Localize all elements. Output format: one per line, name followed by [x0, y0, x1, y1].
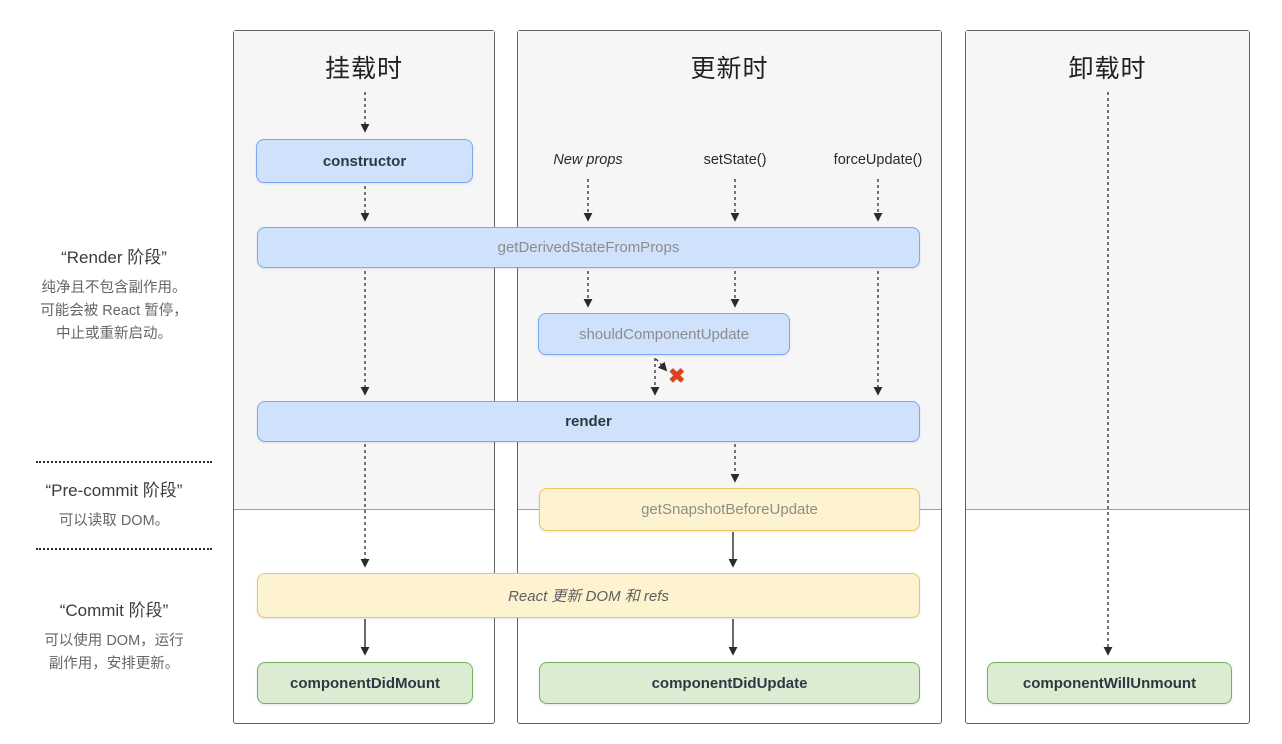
unmounting-column-title: 卸载时	[1068, 55, 1147, 83]
trigger-set-state[interactable]: setState()	[703, 152, 767, 168]
unmounting-column: 卸载时	[965, 30, 1250, 724]
skip-update-x-icon: ✖	[668, 365, 686, 388]
mounting-column: 挂载时	[233, 30, 495, 724]
phase-separator-line	[36, 461, 212, 463]
trigger-force-update[interactable]: forceUpdate()	[833, 152, 923, 168]
method-box-should-component-update[interactable]: shouldComponentUpdate	[538, 313, 790, 355]
method-box-component-will-unmount[interactable]: componentWillUnmount	[987, 662, 1232, 704]
render-phase-title: “Render 阶段”	[61, 248, 167, 267]
updating-column-title: 更新时	[690, 55, 769, 83]
method-box-component-did-update[interactable]: componentDidUpdate	[539, 662, 920, 704]
render-phase-desc-line: 纯净且不包含副作用。	[41, 280, 187, 296]
render-phase-shade	[966, 31, 1249, 510]
phase-separator-line	[36, 548, 212, 550]
method-box-component-did-mount[interactable]: componentDidMount	[257, 662, 473, 704]
commit-phase-desc-line: 可以使用 DOM，运行	[44, 633, 184, 649]
method-box-get-derived-state-from-props[interactable]: getDerivedStateFromProps	[257, 227, 920, 268]
method-box-render[interactable]: render	[257, 401, 920, 442]
commit-phase-label: “Commit 阶段” 可以使用 DOM，运行 副作用，安排更新。	[8, 596, 220, 676]
pre-commit-phase-title: “Pre-commit 阶段”	[45, 481, 183, 500]
pre-commit-phase-label: “Pre-commit 阶段” 可以读取 DOM。	[8, 476, 220, 533]
react-updates-dom-box: React 更新 DOM 和 refs	[257, 573, 920, 618]
render-phase-desc-line: 中止或重新启动。	[56, 326, 172, 342]
trigger-new-props: New props	[553, 152, 623, 168]
commit-phase-desc-line: 副作用，安排更新。	[48, 656, 180, 672]
commit-phase-title: “Commit 阶段”	[59, 601, 169, 620]
method-box-get-snapshot-before-update[interactable]: getSnapshotBeforeUpdate	[539, 488, 920, 531]
pre-commit-phase-desc-line: 可以读取 DOM。	[58, 513, 170, 529]
method-box-constructor[interactable]: constructor	[256, 139, 473, 183]
mounting-column-title: 挂载时	[324, 55, 403, 83]
updating-column: 更新时	[517, 30, 942, 724]
render-phase-desc-line: 可能会被 React 暂停，	[40, 303, 188, 319]
render-phase-label: “Render 阶段” 纯净且不包含副作用。 可能会被 React 暂停， 中止…	[8, 243, 220, 346]
